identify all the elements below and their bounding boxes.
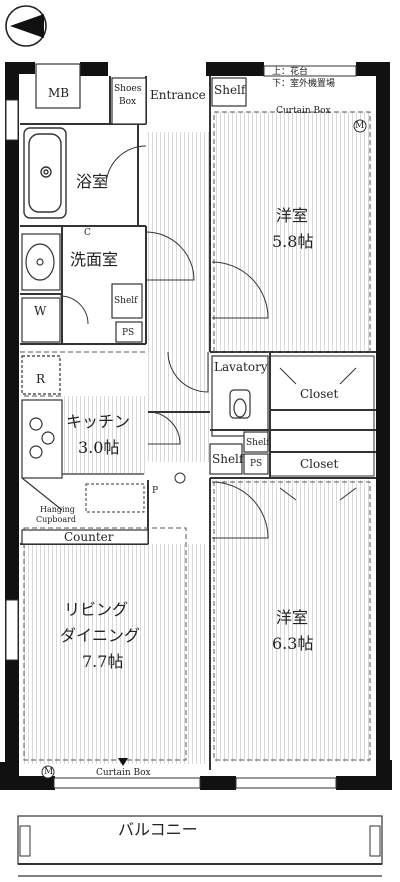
kitchen-label: キッチン — [66, 412, 131, 431]
shelf-toilet-label: Shelf — [246, 438, 270, 448]
balcony — [17, 815, 383, 877]
kitchen-floor — [62, 396, 148, 474]
refrigerator-space — [21, 355, 61, 395]
door-swings — [59, 145, 269, 539]
mb-label: MB — [48, 86, 70, 100]
p-label: P — [152, 486, 159, 496]
wash-basin — [21, 233, 61, 291]
ps-hall-label: PS — [250, 459, 263, 469]
western-room-2-floor — [214, 480, 372, 762]
closet-1-label: Closet — [300, 387, 339, 401]
shoes-box-label-1: Shoes — [114, 84, 142, 94]
balcony-drains — [19, 825, 381, 857]
western-room-2-label: 洋室 — [276, 608, 309, 627]
dashed-lines — [20, 111, 371, 761]
r-label: R — [36, 372, 46, 386]
toilet — [211, 355, 269, 437]
downlight-icon — [174, 472, 186, 484]
living-size: 7.7帖 — [82, 652, 124, 671]
curtain-box-marker — [118, 758, 128, 766]
kitchen-size: 3.0帖 — [78, 438, 120, 457]
hanging-cupboard — [85, 483, 145, 513]
living-floor — [22, 544, 208, 764]
shoes-box-label-2: Box — [119, 97, 137, 107]
curtain-box-top-label: Curtain Box — [276, 106, 331, 116]
counter-label: Counter — [64, 530, 114, 544]
meter-markers — [41, 119, 367, 779]
curtain-box-bottom-label: Curtain Box — [96, 768, 151, 778]
windows — [5, 65, 357, 789]
living-label-2: ダイニング — [60, 626, 141, 645]
ps-wash-label: PS — [122, 328, 135, 338]
closets — [269, 355, 375, 501]
kitchen-counter — [21, 399, 144, 511]
washing-machine-space — [21, 297, 61, 343]
shelf-entrance-label: Shelf — [214, 83, 246, 97]
legend-line-2: 下：室外機置場 — [272, 79, 336, 89]
lavatory-label: Lavatory — [214, 360, 268, 374]
living-label-1: リビング — [64, 600, 129, 619]
bathtub — [23, 127, 67, 219]
hanging-cupboard-label-1: Hanging — [40, 505, 75, 514]
legend: 上：花台 下：室外機置場 — [272, 66, 335, 90]
shelf-hall-label: Shelf — [212, 452, 244, 466]
western-room-1-size: 5.8帖 — [272, 232, 314, 251]
western-room-1-floor — [214, 112, 372, 352]
north-arrow-icon — [5, 5, 47, 47]
balcony-label: バルコニー — [118, 820, 198, 839]
western-room-2-size: 6.3帖 — [272, 634, 314, 653]
meter-bottom-label: M — [44, 767, 54, 777]
w-label: W — [34, 304, 47, 318]
meter-top-label: M — [355, 121, 365, 131]
storage-boxes — [35, 63, 269, 475]
hall-floor — [148, 132, 210, 462]
bath-label: 浴室 — [76, 172, 109, 191]
western-room-1-label: 洋室 — [276, 206, 309, 225]
counter — [21, 529, 149, 545]
entrance-label: Entrance — [150, 88, 206, 102]
hanging-cupboard-label-2: Cupboard — [36, 515, 77, 524]
washroom-label: 洗面室 — [70, 250, 119, 269]
legend-line-1: 上：花台 — [272, 67, 309, 77]
closet-2-label: Closet — [300, 457, 339, 471]
shelf-wash-label: Shelf — [114, 296, 138, 306]
c-label: C — [84, 228, 91, 238]
